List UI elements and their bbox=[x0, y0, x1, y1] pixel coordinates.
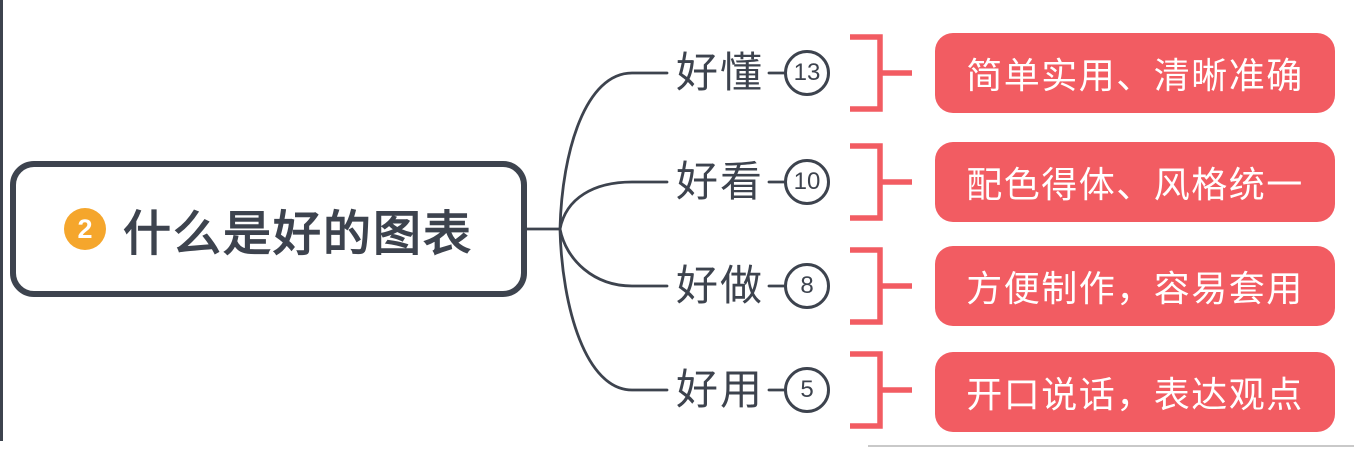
branch-curve-1 bbox=[558, 71, 669, 231]
branch-node-label[interactable]: 好用 bbox=[676, 366, 765, 413]
group-bracket-2 bbox=[850, 143, 912, 221]
collapsed-count: 10 bbox=[793, 168, 821, 195]
collapsed-count: 5 bbox=[800, 376, 814, 403]
main-topic-node[interactable]: 2 什么是好的图表 bbox=[10, 161, 527, 297]
page-bottom-border bbox=[868, 445, 1354, 447]
detail-card[interactable]: 简单实用、清晰准确 bbox=[935, 33, 1335, 113]
branch-curve-4 bbox=[558, 227, 669, 392]
topic-title: 什么是好的图表 bbox=[122, 208, 473, 261]
detail-card[interactable]: 方便制作，容易套用 bbox=[935, 246, 1335, 326]
detail-card[interactable]: 开口说话，表达观点 bbox=[935, 352, 1335, 432]
detail-card[interactable]: 配色得体、风格统一 bbox=[935, 142, 1335, 222]
branch-node-label[interactable]: 好看 bbox=[676, 158, 765, 205]
detail-text: 开口说话，表达观点 bbox=[966, 374, 1304, 415]
collapsed-count-badge[interactable]: 8 bbox=[784, 263, 830, 309]
collapsed-count: 13 bbox=[793, 59, 821, 86]
detail-text: 方便制作，容易套用 bbox=[966, 268, 1304, 309]
branch-node-label[interactable]: 好懂 bbox=[676, 49, 765, 96]
collapsed-count-badge[interactable]: 5 bbox=[784, 367, 830, 413]
topic-number-badge: 2 bbox=[63, 208, 106, 250]
group-bracket-4 bbox=[850, 351, 912, 429]
branch-curve-3 bbox=[558, 227, 669, 288]
group-bracket-3 bbox=[850, 247, 912, 325]
branch-node-label[interactable]: 好做 bbox=[676, 262, 765, 309]
collapsed-count: 8 bbox=[800, 272, 814, 299]
collapsed-count-badge[interactable]: 10 bbox=[784, 159, 830, 205]
topic-number: 2 bbox=[77, 213, 93, 244]
detail-text: 简单实用、清晰准确 bbox=[966, 55, 1304, 96]
collapsed-count-badge[interactable]: 13 bbox=[784, 50, 830, 96]
page-left-border bbox=[0, 0, 3, 441]
detail-text: 配色得体、风格统一 bbox=[966, 164, 1304, 205]
branch-curve-2 bbox=[558, 180, 669, 231]
group-bracket-1 bbox=[850, 34, 912, 112]
